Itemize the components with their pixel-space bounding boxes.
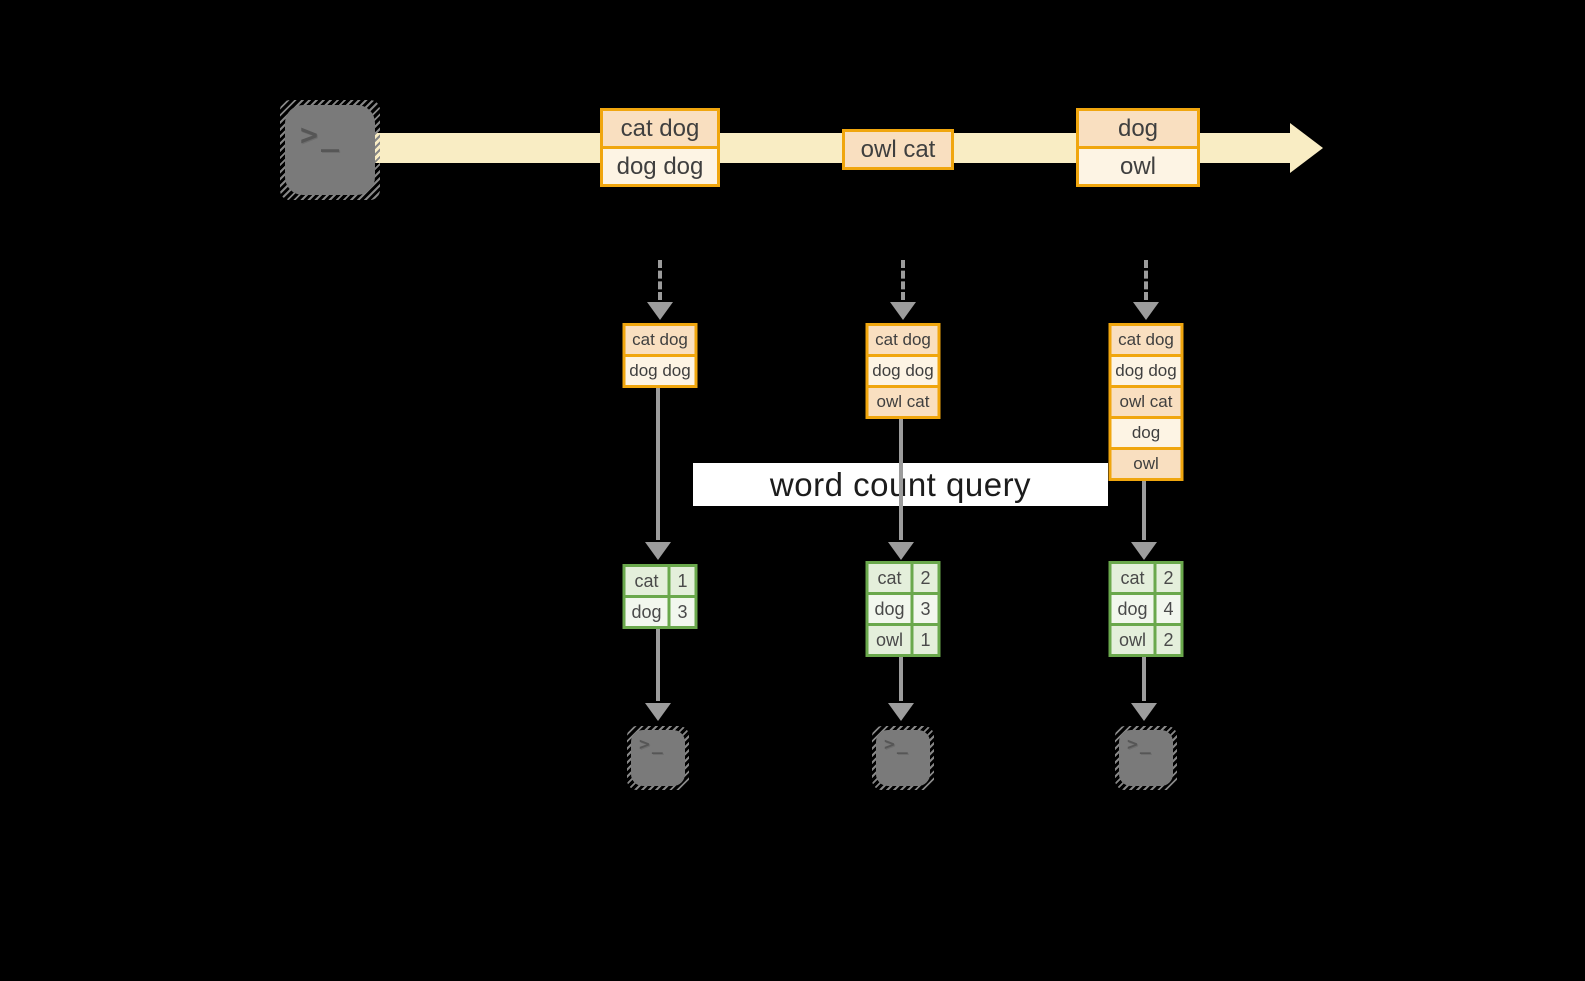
terminal-body (1119, 730, 1173, 786)
query-arrowhead-3 (1131, 542, 1157, 560)
output-arrowhead-3 (1131, 703, 1157, 721)
count-word: owl (1111, 626, 1154, 654)
terminal-body (876, 730, 930, 786)
sink-terminal-icon-2: >_ (872, 726, 934, 790)
terminal-body (631, 730, 685, 786)
record: dog dog (603, 149, 717, 184)
stream-arrowhead-icon (1290, 123, 1323, 173)
record: cat dog (1111, 326, 1181, 354)
output-arrowhead-1 (645, 703, 671, 721)
terminal-prompt-glyph: >_ (300, 118, 343, 153)
query-arrowhead-2 (888, 542, 914, 560)
record-buffer-3: cat dog dog dog owl cat dog owl (1108, 323, 1184, 481)
source-terminal-icon: >_ (280, 100, 380, 200)
count-table-3: cat 2 dog 4 owl 2 (1108, 561, 1184, 657)
output-arrowhead-2 (888, 703, 914, 721)
count-value: 2 (1156, 564, 1181, 592)
record: owl (1111, 450, 1181, 478)
count-table-1: cat 1 dog 3 (622, 564, 698, 629)
ingest-arrowhead-2 (890, 302, 916, 320)
ingest-arrow-line-2 (901, 260, 905, 300)
count-word: dog (1111, 595, 1154, 623)
count-table-2: cat 2 dog 3 owl 1 (865, 561, 941, 657)
record: owl cat (1111, 388, 1181, 416)
output-arrow-line-2 (899, 657, 903, 701)
count-word: dog (868, 595, 911, 623)
stream-batch-3: dog owl (1076, 108, 1200, 187)
ingest-arrow-line-1 (658, 260, 662, 300)
record: owl cat (845, 132, 951, 167)
count-value: 4 (1156, 595, 1181, 623)
record-buffer-2: cat dog dog dog owl cat (865, 323, 941, 419)
count-word: cat (1111, 564, 1154, 592)
terminal-prompt-glyph: >_ (884, 734, 910, 755)
record: cat dog (625, 326, 695, 354)
ingest-arrow-line-3 (1144, 260, 1148, 300)
record: owl (1079, 149, 1197, 184)
query-arrow-line-3 (1142, 481, 1146, 540)
stream-batch-1: cat dog dog dog (600, 108, 720, 187)
terminal-prompt-glyph: >_ (639, 734, 665, 755)
count-word: cat (625, 567, 668, 595)
output-arrow-line-1 (656, 629, 660, 701)
record: dog (1079, 111, 1197, 146)
count-value: 2 (913, 564, 938, 592)
count-value: 3 (670, 598, 695, 626)
record: dog dog (868, 357, 938, 385)
stream-batch-2: owl cat (842, 129, 954, 170)
record-buffer-1: cat dog dog dog (622, 323, 698, 388)
output-arrow-line-3 (1142, 657, 1146, 701)
terminal-prompt-glyph: >_ (1127, 734, 1153, 755)
count-value: 1 (670, 567, 695, 595)
count-value: 3 (913, 595, 938, 623)
sink-terminal-icon-3: >_ (1115, 726, 1177, 790)
record: cat dog (868, 326, 938, 354)
ingest-arrowhead-1 (647, 302, 673, 320)
count-value: 1 (913, 626, 938, 654)
terminal-body (285, 105, 375, 195)
query-arrow-line-2 (899, 419, 903, 540)
record: dog dog (625, 357, 695, 385)
count-word: owl (868, 626, 911, 654)
query-arrow-line-1 (656, 388, 660, 540)
count-word: cat (868, 564, 911, 592)
sink-terminal-icon-1: >_ (627, 726, 689, 790)
record: cat dog (603, 111, 717, 146)
record: owl cat (868, 388, 938, 416)
ingest-arrowhead-3 (1133, 302, 1159, 320)
record: dog dog (1111, 357, 1181, 385)
count-word: dog (625, 598, 668, 626)
record: dog (1111, 419, 1181, 447)
query-arrowhead-1 (645, 542, 671, 560)
count-value: 2 (1156, 626, 1181, 654)
